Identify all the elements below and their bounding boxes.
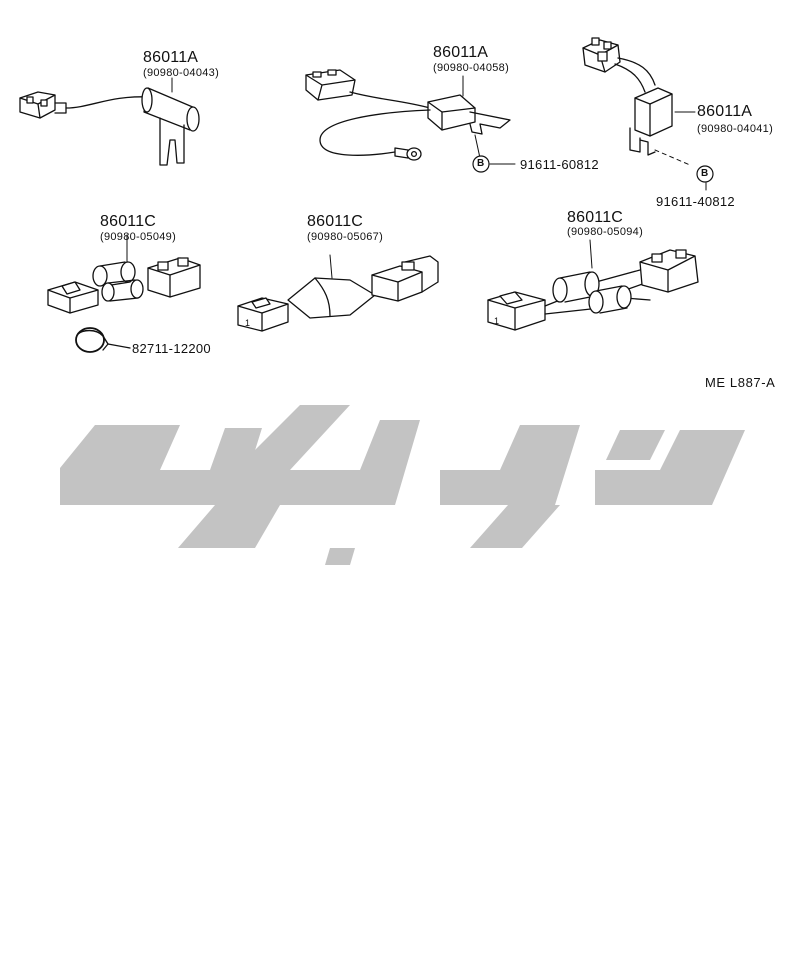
part-label-3: 86011A xyxy=(697,103,753,120)
connector-86011a-04058 xyxy=(305,69,511,161)
ref-part-82711-12200: 82711-12200 xyxy=(132,341,211,356)
part-sublabel-6: (90980-05094) xyxy=(567,226,644,238)
ref-part-91611-40812: 91611-40812 xyxy=(656,194,735,209)
diagram-code: ME L887-A xyxy=(705,375,776,390)
leader-lines xyxy=(126,75,707,263)
connector-86011c-05067: 1 xyxy=(237,254,439,332)
connector-86011c-05094: 1 xyxy=(487,239,699,331)
part-label-4: 86011C xyxy=(100,213,157,230)
ref-part-91611-60812: 91611-60812 xyxy=(520,157,599,172)
part-sublabel-5: (90980-05067) xyxy=(307,231,384,243)
part-sublabel-1: (90980-04043) xyxy=(143,67,220,79)
svg-text:1: 1 xyxy=(494,316,499,326)
connector-86011a-04043 xyxy=(19,87,200,166)
bolt-letter-1: B xyxy=(477,158,485,169)
watermark-logo xyxy=(60,405,745,565)
bolt-marker-1 xyxy=(472,155,490,173)
part-label-1: 86011A xyxy=(143,49,199,66)
part-label-6: 86011C xyxy=(567,209,624,226)
connector-86011c-05049 xyxy=(47,257,201,353)
part-sublabel-3: (90980-04041) xyxy=(697,123,774,135)
connector-86011a-04041 xyxy=(582,37,673,156)
svg-text:1: 1 xyxy=(245,318,250,328)
part-label-2: 86011A xyxy=(433,44,489,61)
part-sublabel-2: (90980-04058) xyxy=(433,62,510,74)
part-sublabel-4: (90980-05049) xyxy=(100,231,177,243)
part-label-5: 86011C xyxy=(307,213,364,230)
bolt-marker-2 xyxy=(696,165,714,183)
bolt-letter-2: B xyxy=(701,168,709,179)
